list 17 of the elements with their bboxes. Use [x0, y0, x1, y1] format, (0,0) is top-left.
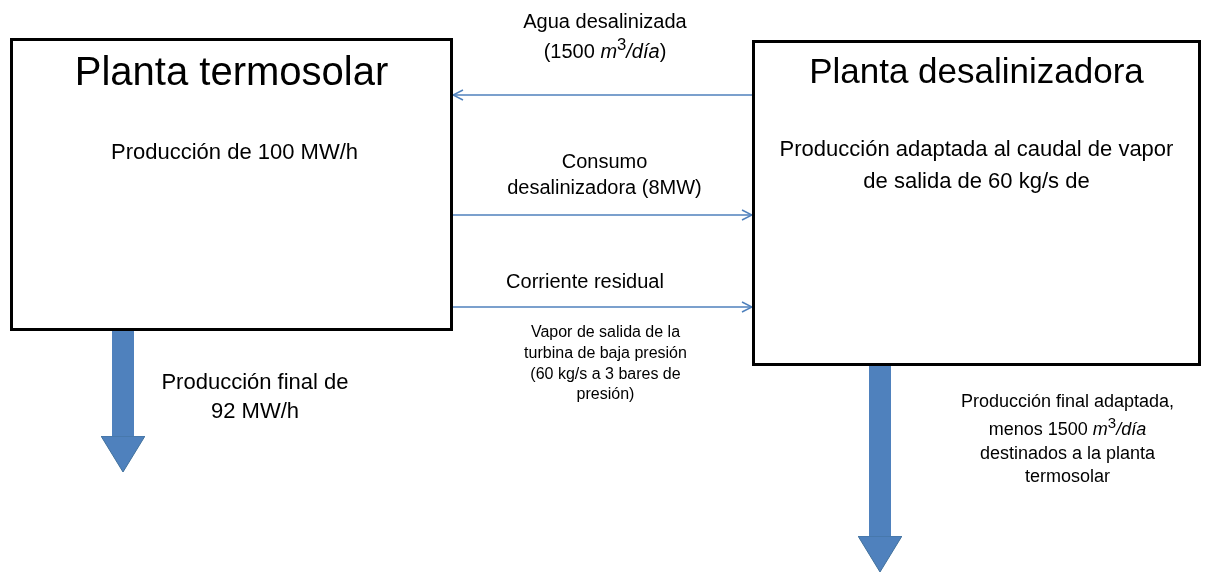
block-arrow [857, 366, 903, 573]
arrow [452, 209, 753, 221]
block-arrow [100, 331, 146, 473]
box-title: Planta desalinizadora [808, 51, 1145, 91]
box-text: Producción de 100 MW/h [110, 138, 359, 166]
arrow [452, 301, 753, 313]
arrow [452, 89, 753, 101]
edge-label: Consumo desalinizadora (8MW) [506, 149, 703, 200]
edge-label: Corriente residual [505, 269, 665, 294]
process-box [752, 40, 1201, 366]
edge-label: Producción final de 92 MW/h [160, 368, 350, 425]
box-title: Planta termosolar [73, 49, 390, 94]
process-box [10, 38, 453, 331]
edge-label: Agua desalinizada (1500 m$^{3}$/día) [522, 9, 688, 64]
note-text: Vapor de salida de la turbina de baja presión (60 kg/s a 3 bares de presión) [523, 322, 688, 405]
box-text: Producción adaptada al caudal de vapor de salida de 60 kg/s de [778, 135, 1175, 195]
edge-label: Producción final adaptada, menos 1500 m$^{3}$/día destinados a la planta termosolar [959, 390, 1176, 489]
